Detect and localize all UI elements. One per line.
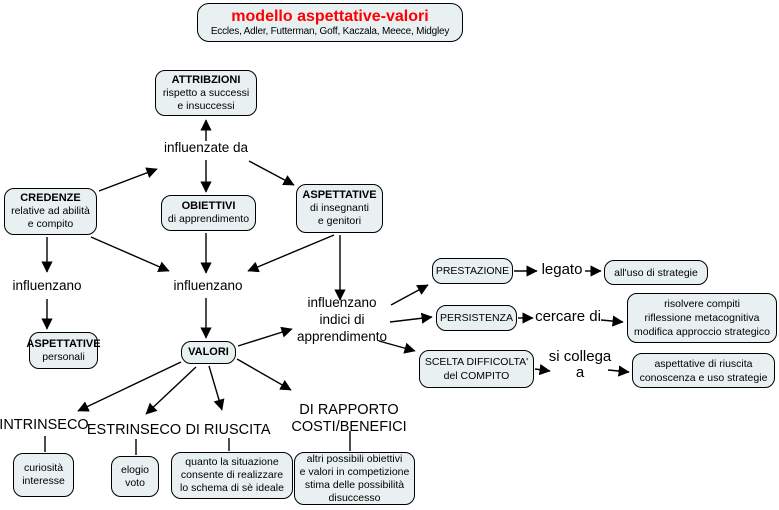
node-label: PRESTAZIONE: [435, 265, 510, 277]
map-title: modello aspettative-valori: [231, 7, 429, 25]
edge-indici-persistenza: [389, 312, 433, 324]
label-di-rapporto[interactable]: DI RAPPORTO COSTI/BENEFICI: [291, 402, 407, 435]
linking-phrase-influenzate-da[interactable]: influenzate da: [163, 140, 249, 155]
label-di-riuscita[interactable]: DI RIUSCITA: [185, 422, 271, 438]
node-title: CREDENZE: [20, 192, 81, 204]
edge-aspettativealtri-influenzano-center: [247, 234, 335, 273]
linking-phrase-influenzano-left[interactable]: influenzano: [12, 278, 82, 293]
node-label: elogio voto: [120, 463, 150, 489]
node-label: risolvere compiti riflessione metacognit…: [634, 298, 770, 338]
edge-cercare-risolvere: [600, 315, 624, 327]
node-subtext: personali: [42, 350, 85, 363]
node-title: OBIETTIVI: [181, 200, 236, 212]
node-credenze[interactable]: CREDENZE relative ad abilità e compito: [4, 188, 97, 235]
node-risolvere-compiti[interactable]: risolvere compiti riflessione metacognit…: [627, 293, 777, 343]
edge-valori-dirapporto: [236, 358, 292, 391]
node-curiosita-interesse[interactable]: curiosità interesse: [13, 453, 74, 497]
linking-phrase-si-collega-a[interactable]: si collega a: [548, 348, 612, 381]
node-label: PERSISTENZA: [440, 312, 513, 324]
node-altri-obiettivi[interactable]: altri possibili obiettivi e valori in co…: [294, 452, 415, 505]
edge-indici-prestazione: [390, 284, 429, 306]
node-title: ASPETTATIVE: [302, 189, 377, 201]
edge-valori-estrinseco: [145, 366, 197, 415]
map-authors: Eccles, Adler, Futterman, Goff, Kaczala,…: [210, 25, 450, 37]
edge-credenze-influenzateda: [98, 167, 158, 192]
node-title: VALORI: [188, 346, 229, 358]
label-estrinseco[interactable]: ESTRINSECO: [86, 422, 182, 438]
node-label: curiosità interesse: [22, 462, 65, 487]
node-label: all'uso di strategie: [614, 266, 698, 279]
node-aspettative-personali[interactable]: ASPETTATIVE personali: [26, 332, 101, 369]
node-alluso-strategie[interactable]: all'uso di strategie: [604, 260, 708, 285]
node-label: altri possibili obiettivi e valori in co…: [299, 452, 410, 504]
edge-influenzateda-aspettative: [248, 160, 295, 186]
linking-phrase-influenzano-indici[interactable]: influenzano indici di apprendimento: [296, 295, 388, 344]
node-quanto-situazione[interactable]: quanto la situazione consente di realizz…: [171, 452, 293, 499]
node-persistenza[interactable]: PERSISTENZA: [436, 305, 517, 331]
edge-credenze-influenzano-center: [90, 236, 170, 272]
node-label: SCELTA DIFFICOLTA' del COMPITO: [424, 356, 529, 382]
node-scelta-difficolta[interactable]: SCELTA DIFFICOLTA' del COMPITO: [419, 350, 534, 388]
node-prestazione[interactable]: PRESTAZIONE: [432, 258, 513, 284]
node-title: ATTRIBZIONI: [171, 73, 241, 86]
label-intrinseco[interactable]: INTRINSECO: [0, 417, 89, 433]
linking-phrase-legato[interactable]: legato: [541, 261, 583, 278]
node-title: ASPETTATIVE: [26, 337, 101, 350]
node-subtext: relative ad abilità e compito: [11, 205, 90, 230]
node-label: aspettative di riuscita conoscenza e uso…: [639, 357, 768, 384]
edge-valori-indici: [237, 326, 293, 347]
node-subtext: di apprendimento: [167, 213, 250, 225]
linking-phrase-cercare-di[interactable]: cercare di: [535, 308, 601, 325]
node-valori[interactable]: VALORI: [181, 341, 236, 364]
edge-valori-diriuscita: [208, 365, 225, 411]
node-subtext: rispetto a successi e insuccessi: [162, 86, 250, 112]
node-aspettative-insegnanti[interactable]: ASPETTATIVE di insegnanti e genitori: [296, 184, 383, 233]
title-node[interactable]: modello aspettative-valori Eccles, Adler…: [197, 3, 463, 42]
node-aspettative-riuscita[interactable]: aspettative di riuscita conoscenza e uso…: [632, 353, 775, 388]
node-subtext: di insegnanti e genitori: [310, 202, 369, 227]
node-elogio-voto[interactable]: elogio voto: [111, 456, 159, 497]
node-obiettivi[interactable]: OBIETTIVI di apprendimento: [161, 195, 256, 231]
linking-phrase-influenzano-center[interactable]: influenzano: [173, 278, 243, 293]
node-attribuzioni[interactable]: ATTRIBZIONI rispetto a successi e insucc…: [155, 70, 257, 116]
edge-valori-intrinseco: [77, 361, 182, 412]
node-label: quanto la situazione consente di realizz…: [180, 456, 284, 494]
